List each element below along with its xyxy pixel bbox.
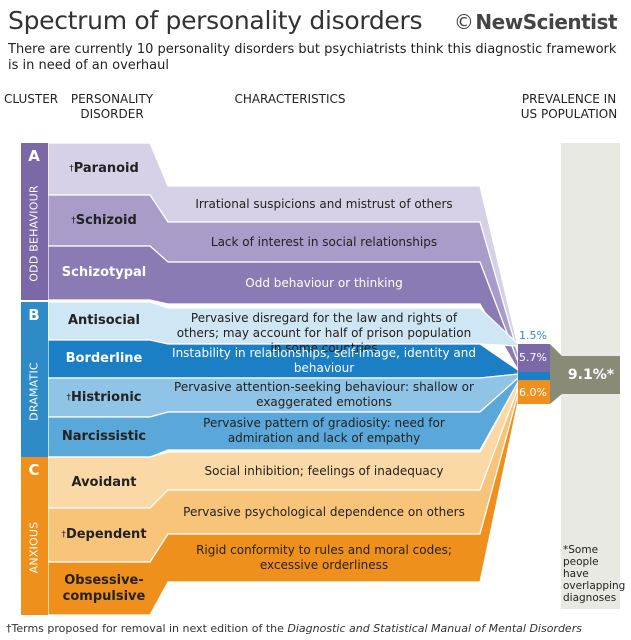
overlap-note: *Some people have overlapping diagnoses [563,544,626,604]
header-characteristics: CHARACTERISTICS [234,92,346,106]
disorder-characteristic: Pervasive psychological dependence on ot… [183,504,465,519]
prevalence-b: 1.5% [519,329,547,342]
disorder-name: Antisocial [67,313,141,328]
disorder-characteristic: Lack of interest in social relationships [210,234,438,249]
cluster-letter: A [28,147,40,165]
disorder-name: Schizotypal [61,265,147,280]
prevalence-c: 6.0% [519,386,547,399]
header-cluster: CLUSTER [4,92,59,106]
brand-logo: ©NewScientist [453,10,618,34]
footnote: †Terms proposed for removal in next edit… [6,622,582,635]
disorder-name: Obsessive-compulsive [62,572,146,604]
cluster-bar [21,302,48,457]
disorder-characteristic: Pervasive attention-seeking behaviour: s… [174,380,474,409]
subtitle: There are currently 10 personality disor… [8,42,617,73]
prevalence-box-c [518,380,550,404]
disorder-characteristic: Social inhibition; feelings of inadequac… [204,463,444,478]
cluster-bar [21,457,48,615]
page-title: Spectrum of personality disorders [8,6,423,35]
disorder-name: Avoidant [71,474,137,490]
cluster-bar [21,143,48,300]
prevalence-a: 5.7% [519,351,547,364]
cluster-letter: B [28,306,40,324]
total-connector [550,344,562,404]
disorder-characteristic: Pervasive pattern of gradiosity: need fo… [203,416,445,445]
disorder-characteristic: Rigid conformity to rules and moral code… [196,543,452,572]
cluster-name: ANXIOUS [27,521,41,574]
disorder-name: †Histrionic [66,389,142,405]
disorder-name: †Dependent [61,527,147,542]
disorder-characteristic: Instability in relationships, self-image… [172,346,476,375]
disorder-characteristic: Irrational suspicions and mistrust of ot… [195,196,453,211]
disorder-characteristic: Odd behaviour or thinking [245,275,403,290]
prevalence-box-a [518,344,550,372]
header-disorder: PERSONALITY DISORDER [70,92,154,121]
prevalence-box-b [518,372,550,380]
disorder-characteristic: Pervasive disregard for the law and righ… [176,311,472,355]
disorder-name: Borderline [65,351,143,366]
cluster-name: ODD BEHAVIOUR [27,184,41,282]
cluster-letter: C [28,461,40,479]
header-prevalence: PREVALENCE IN US POPULATION [520,92,618,121]
total-prevalence: 9.1%* [562,356,620,394]
disorder-name: †Paranoid [69,161,139,176]
disorder-name: Narcissistic [61,429,147,444]
disorder-name: †Schizoid [71,212,137,228]
cluster-name: DRAMATIC [27,361,41,421]
